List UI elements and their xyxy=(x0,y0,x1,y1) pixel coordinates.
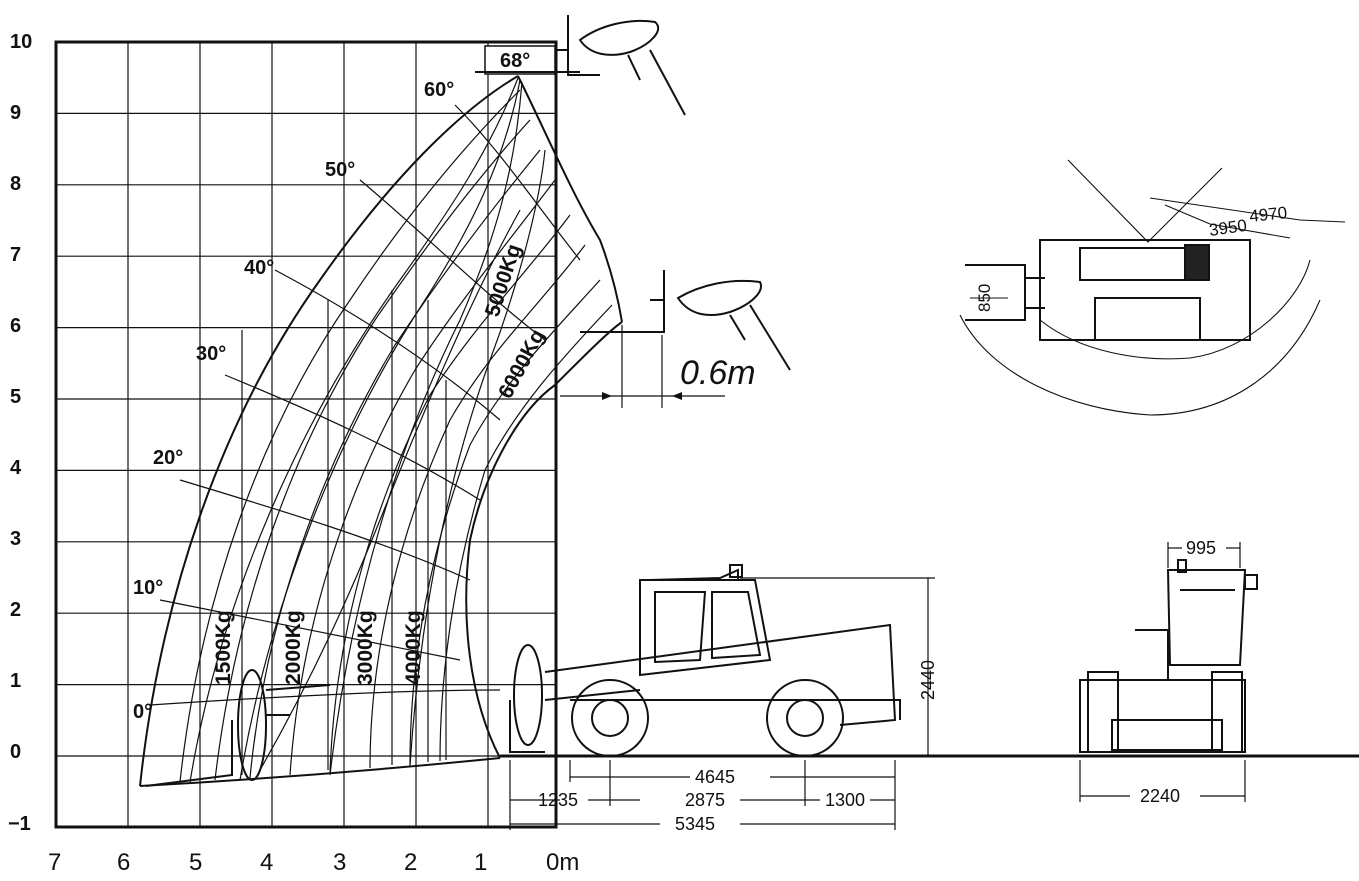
load-4000kg: 4000Kg xyxy=(402,610,425,685)
side-view-dimensions xyxy=(509,577,935,830)
dim-995: 995 xyxy=(1186,538,1216,558)
x-tick-0m: 0m xyxy=(546,849,579,876)
front-view-dimension-labels: 995 2240 xyxy=(1140,538,1216,806)
angle-40: 40° xyxy=(244,257,274,279)
angle-10: 10° xyxy=(133,577,163,599)
y-tick-1: 1 xyxy=(10,670,21,692)
extension-label: 0.6m xyxy=(680,354,756,392)
top-view-turning-radius xyxy=(959,159,1346,416)
y-tick-10: 10 xyxy=(10,31,32,53)
dim-5345: 5345 xyxy=(675,814,715,834)
load-chart-grid xyxy=(54,40,1359,829)
load-6000kg: 6000Kg xyxy=(494,326,549,403)
y-tick-9: 9 xyxy=(10,102,21,124)
dim-850: 850 xyxy=(975,284,994,312)
top-view-dimension-labels: 850 3950 4970 xyxy=(975,203,1288,312)
dim-2240: 2240 xyxy=(1140,786,1180,806)
x-tick-7: 7 xyxy=(48,849,61,876)
y-tick-5: 5 xyxy=(10,386,21,408)
load-1500kg: 1500Kg xyxy=(212,610,235,685)
y-tick-0: 0 xyxy=(10,741,21,763)
side-view-dimension-labels: 2440 4645 1235 2875 1300 5345 xyxy=(538,660,938,834)
y-tick-8: 8 xyxy=(10,173,21,195)
angle-0: 0° xyxy=(133,701,152,723)
fork-attachments xyxy=(145,15,791,787)
side-view-machine xyxy=(509,564,901,757)
y-tick-3: 3 xyxy=(10,528,21,550)
x-axis-ticks: 7 6 5 4 3 2 1 0m xyxy=(48,849,579,876)
y-tick-4: 4 xyxy=(10,457,22,479)
reach-envelope xyxy=(139,75,623,787)
front-view-dimensions xyxy=(1079,542,1246,802)
angle-50: 50° xyxy=(325,159,355,181)
dim-1235: 1235 xyxy=(538,790,578,810)
load-2000kg: 2000Kg xyxy=(282,610,305,685)
x-tick-5: 5 xyxy=(189,849,202,876)
dim-2875: 2875 xyxy=(685,790,725,810)
dim-height-2440: 2440 xyxy=(918,660,938,700)
dim-4645: 4645 xyxy=(695,767,735,787)
dim-1300: 1300 xyxy=(825,790,865,810)
y-tick-2: 2 xyxy=(10,599,21,621)
angle-68: 68° xyxy=(500,50,530,72)
x-tick-4: 4 xyxy=(260,849,273,876)
top-view-machine xyxy=(965,239,1251,341)
boom-angle-labels: 68° 60° 50° 40° 30° 20° 10° 0° xyxy=(133,45,556,723)
y-tick-7: 7 xyxy=(10,244,21,266)
dim-3950: 3950 xyxy=(1208,216,1248,240)
x-tick-1: 1 xyxy=(474,849,487,876)
x-tick-2: 2 xyxy=(404,849,417,876)
angle-60: 60° xyxy=(424,79,454,101)
y-axis-ticks: 10 9 8 7 6 5 4 3 2 1 0 −1 xyxy=(8,31,32,835)
y-tick-6: 6 xyxy=(10,315,21,337)
dim-4970: 4970 xyxy=(1248,203,1288,226)
x-tick-6: 6 xyxy=(117,849,130,876)
angle-30: 30° xyxy=(196,343,226,365)
load-3000kg: 3000Kg xyxy=(354,610,377,685)
front-view-machine xyxy=(1079,559,1258,753)
y-tick-minus-1: −1 xyxy=(8,813,31,835)
x-tick-3: 3 xyxy=(333,849,346,876)
angle-20: 20° xyxy=(153,447,183,469)
